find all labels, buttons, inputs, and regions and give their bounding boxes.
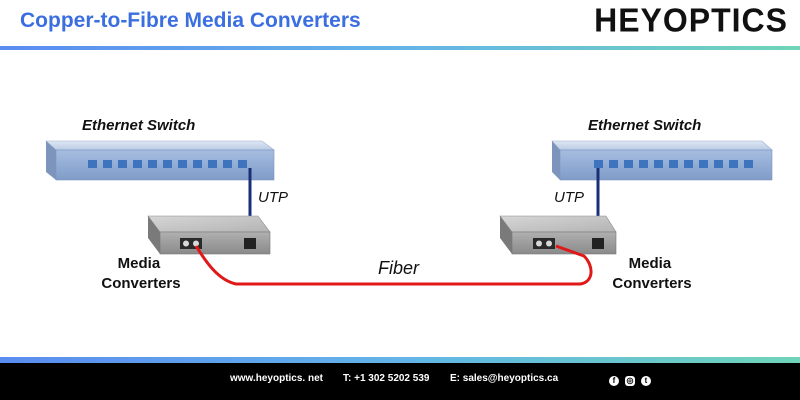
left-rj45-port (244, 238, 256, 249)
twitter-icon[interactable]: t (641, 376, 651, 386)
brand-logo: HEYOPTICS (594, 1, 788, 39)
right-switch-ports (594, 160, 753, 168)
left-switch-ports (88, 160, 247, 168)
right-utp-label: UTP (554, 189, 584, 206)
right-fiber-port (533, 238, 555, 249)
left-ethernet-switch (45, 140, 275, 181)
left-fiber-port (180, 238, 202, 249)
right-ethernet-switch (551, 140, 773, 181)
left-switch-label: Ethernet Switch (82, 117, 195, 134)
footer-divider (0, 357, 800, 363)
right-converter-label-line1: Media (629, 255, 672, 272)
page-title: Copper-to-Fibre Media Converters (20, 9, 361, 32)
left-converter-label: Media Converters (101, 255, 180, 292)
right-media-converter (499, 215, 617, 255)
right-converter-label-line2: Converters (612, 275, 691, 292)
network-diagram: Ethernet Switch Ethernet Switch UTP UTP (45, 117, 773, 292)
right-converter-label: Media Converters (612, 255, 691, 292)
header-divider (0, 46, 800, 50)
footer-email[interactable]: E: sales@heyoptics.ca (450, 373, 559, 384)
left-converter-label-line1: Media (118, 255, 161, 272)
left-converter-label-line2: Converters (101, 275, 180, 292)
fiber-label: Fiber (378, 258, 420, 278)
left-media-converter (147, 215, 271, 255)
footer-bar (0, 363, 800, 400)
right-rj45-port (592, 238, 604, 249)
footer-phone: T: +1 302 5202 539 (343, 373, 430, 384)
fiber-cable (194, 244, 593, 286)
instagram-icon[interactable]: ◎ (625, 376, 635, 386)
left-utp-label: UTP (258, 189, 288, 206)
footer-website[interactable]: www.heyoptics. net (230, 373, 323, 384)
facebook-icon[interactable]: f (609, 376, 619, 386)
right-switch-label: Ethernet Switch (588, 117, 701, 134)
